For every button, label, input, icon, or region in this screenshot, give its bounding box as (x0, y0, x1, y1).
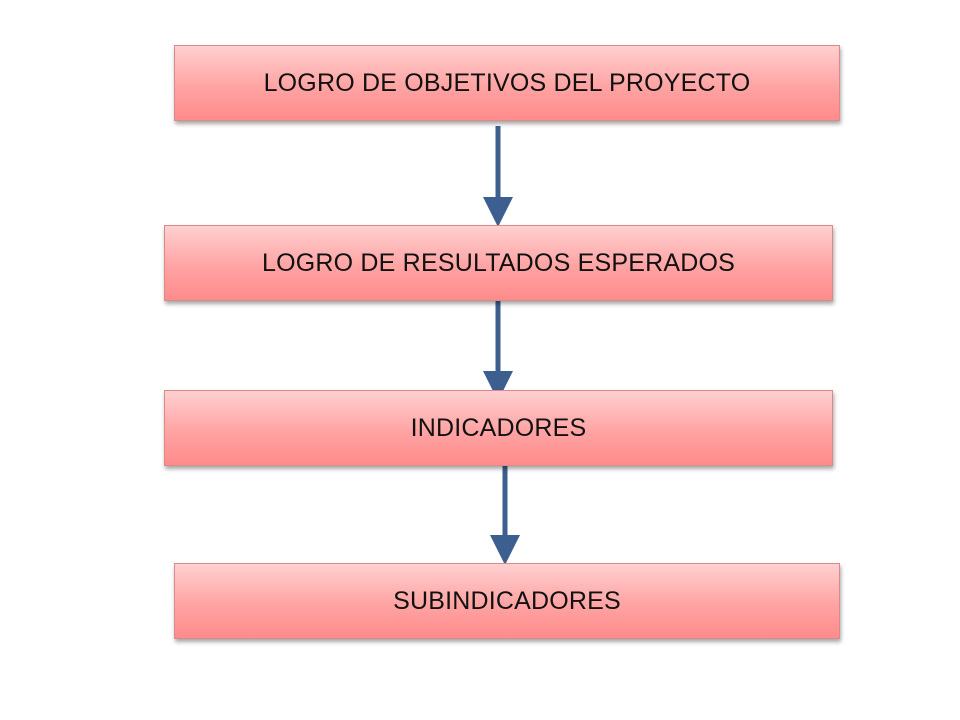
node-logro-resultados: LOGRO DE RESULTADOS ESPERADOS (164, 225, 833, 301)
node-label: LOGRO DE OBJETIVOS DEL PROYECTO (263, 68, 751, 97)
node-subindicadores: SUBINDICADORES (174, 563, 840, 639)
node-label: LOGRO DE RESULTADOS ESPERADOS (261, 248, 736, 277)
node-label: INDICADORES (410, 413, 587, 442)
node-logro-objetivos: LOGRO DE OBJETIVOS DEL PROYECTO (174, 45, 840, 121)
node-indicadores: INDICADORES (164, 390, 833, 466)
node-label: SUBINDICADORES (393, 586, 621, 615)
